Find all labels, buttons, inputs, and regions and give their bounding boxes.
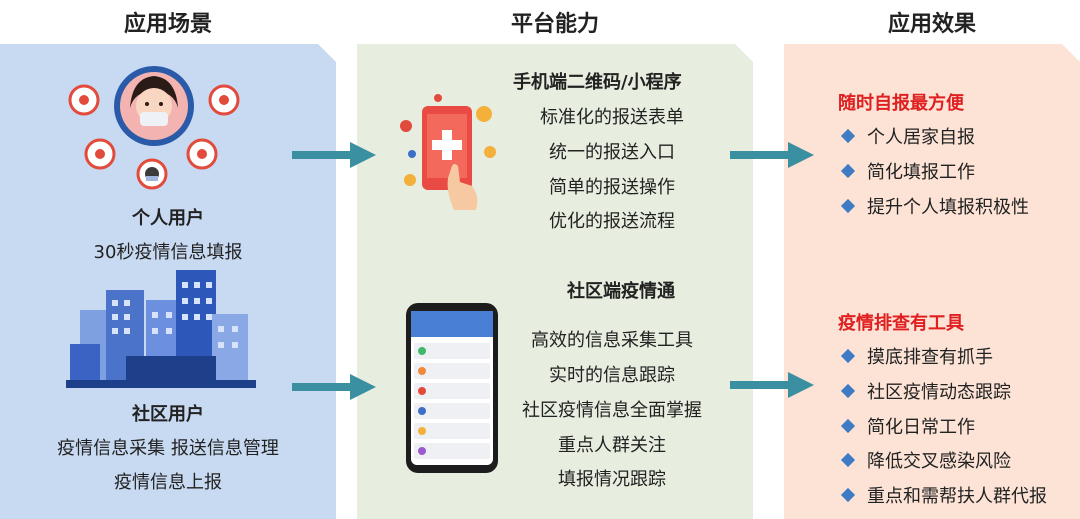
effect-panel [784,44,1080,519]
diamond-bullet-icon [840,128,856,144]
community-item: 填报情况跟踪 [558,469,666,490]
community-user-desc-1: 疫情信息采集 报送信息管理 [57,438,279,459]
column-title-effect: 应用效果 [887,12,976,37]
community-user-title: 社区用户 [132,404,204,425]
community-user-desc-2: 疫情信息上报 [114,472,222,493]
diamond-bullet-icon [840,418,856,434]
community-item: 社区疫情信息全面掌握 [522,400,702,421]
diamond-bullet-icon [840,383,856,399]
mobile-item: 简单的报送操作 [549,177,675,198]
effect-item: 简化填报工作 [840,158,975,184]
mobile-medical-illustration [400,94,496,210]
effect-item: 个人居家自报 [840,123,975,149]
effect-item: 摸底排查有抓手 [840,343,993,369]
diamond-bullet-icon [840,452,856,468]
effect-item: 简化日常工作 [840,413,975,439]
effect-item: 社区疫情动态跟踪 [840,378,1011,404]
diamond-bullet-icon [840,348,856,364]
effect-item: 重点和需帮扶人群代报 [840,482,1047,508]
community-building-illustration [66,270,256,388]
community-platform-title: 社区端疫情通 [567,281,675,302]
arrow-right-icon [292,374,376,400]
column-title-scenario: 应用场景 [123,12,212,37]
community-item: 高效的信息采集工具 [531,330,693,351]
personal-user-desc: 30秒疫情信息填报 [93,242,243,263]
personal-user-title: 个人用户 [132,208,204,229]
effect-group2-title: 疫情排查有工具 [838,313,964,334]
diamond-bullet-icon [840,163,856,179]
arrow-right-icon [730,142,814,168]
community-item: 实时的信息跟踪 [549,365,675,386]
community-item: 重点人群关注 [558,435,666,456]
arrow-right-icon [292,142,376,168]
diamond-bullet-icon [840,487,856,503]
mobile-item: 标准化的报送表单 [540,107,684,128]
personal-user-illustration [68,66,240,190]
community-app-phone-illustration [406,303,498,473]
effect-item: 降低交叉感染风险 [840,447,1011,473]
diamond-bullet-icon [840,198,856,214]
mobile-item: 统一的报送入口 [549,142,675,163]
effect-item: 提升个人填报积极性 [840,193,1029,219]
column-title-platform: 平台能力 [510,12,599,37]
effect-group1-title: 随时自报最方便 [838,93,964,114]
arrow-right-icon [730,372,814,398]
mobile-item: 优化的报送流程 [549,211,675,232]
mobile-title: 手机端二维码/小程序 [513,72,682,93]
